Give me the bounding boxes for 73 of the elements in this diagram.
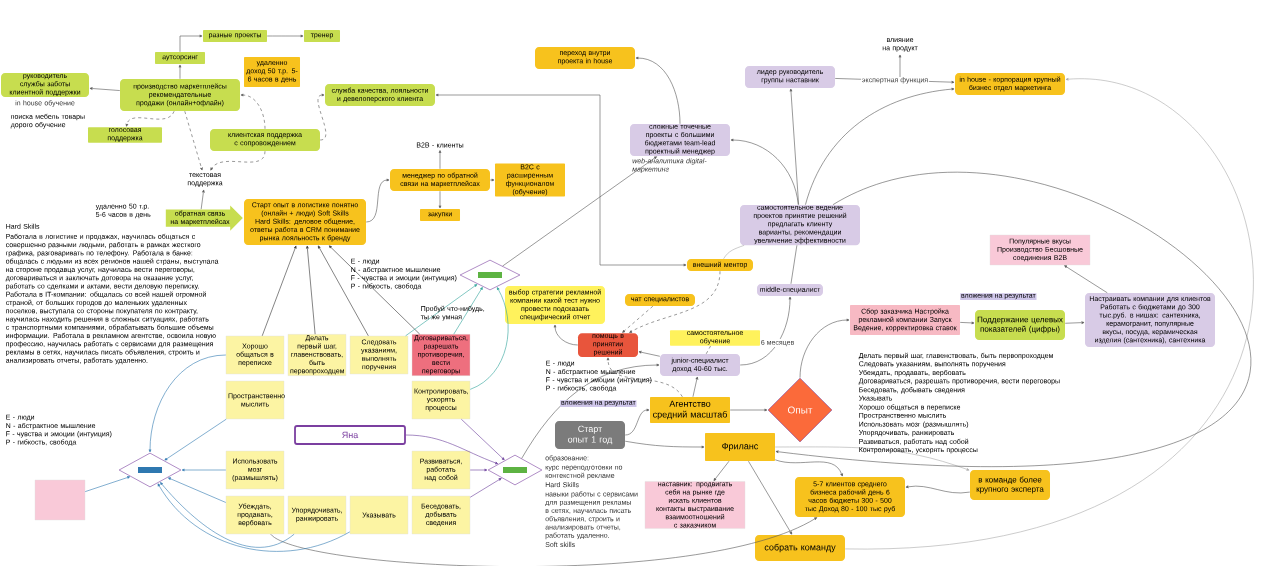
arrow (168, 477, 227, 503)
arrow (774, 446, 970, 471)
arrow (898, 54, 902, 78)
arrow (489, 178, 495, 182)
arrow (266, 34, 304, 38)
arrow (157, 483, 351, 552)
process-box: собрать команду (755, 535, 845, 561)
arrow (405, 284, 478, 337)
arrow (844, 77, 1252, 550)
arrow (635, 56, 681, 125)
arrow (469, 468, 488, 472)
arrow (89, 87, 121, 91)
arrow (729, 408, 768, 412)
arrow (692, 376, 699, 398)
arrow (521, 363, 660, 459)
arrow (469, 287, 509, 390)
arrow (739, 296, 792, 366)
process-box: Агентство средний масштаб (650, 397, 730, 423)
arrow (799, 318, 850, 378)
arrow (317, 93, 327, 141)
arrow (160, 482, 295, 548)
arrow (125, 110, 175, 127)
arrow (179, 34, 203, 53)
decision-diamond (118, 452, 182, 488)
arrow (270, 517, 818, 566)
arrow (164, 418, 227, 461)
decision-diamond (487, 454, 543, 486)
arrow (438, 190, 442, 209)
arrow (606, 357, 683, 398)
sticky-note (34, 479, 86, 521)
arrow (629, 270, 721, 333)
arrow (438, 150, 442, 170)
arrow (1064, 265, 1108, 294)
arrow (624, 440, 705, 449)
process-box: Фриланс (705, 433, 775, 461)
arrow (317, 245, 369, 337)
arrow (148, 354, 227, 453)
name-frame: Яна (294, 425, 406, 445)
arrow (405, 434, 499, 465)
arrow (365, 178, 390, 223)
process-box: Поддержание целевых показателей (цифры) (975, 310, 1065, 340)
arrow (622, 305, 654, 333)
arrow (435, 93, 687, 267)
arrow (730, 138, 799, 205)
arrow (502, 156, 657, 267)
arrow (453, 287, 483, 335)
arrow (178, 64, 182, 80)
arrow (469, 478, 502, 498)
arrow (461, 418, 505, 461)
arrow (638, 350, 661, 357)
arrow (775, 173, 1251, 467)
arrow (1064, 321, 1085, 324)
arrow (84, 476, 131, 492)
arrow (959, 321, 975, 325)
arrow (905, 485, 971, 494)
arrow (748, 460, 793, 535)
process-box: Старт опыт 1 год (555, 421, 625, 449)
process-box: в команде более крупного эксперта (970, 470, 1050, 500)
arrow (328, 245, 420, 335)
arrow (553, 324, 579, 346)
arrow (306, 245, 316, 335)
arrow (184, 110, 203, 171)
arrow (805, 87, 955, 205)
decision-diamond (459, 259, 521, 291)
arrow (774, 459, 843, 477)
arrow (789, 88, 799, 205)
arrow (240, 93, 266, 130)
arrow (713, 460, 730, 481)
arrow (181, 468, 227, 472)
arrow (200, 189, 205, 210)
arrow (210, 150, 266, 171)
arrow (624, 408, 650, 436)
arrow (261, 245, 297, 337)
